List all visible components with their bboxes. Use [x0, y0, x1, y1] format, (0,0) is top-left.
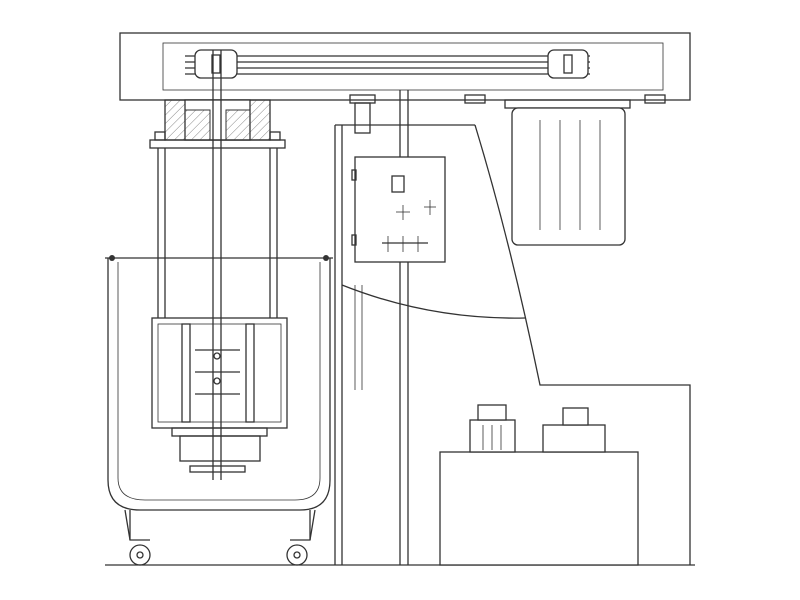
left-wheel	[129, 544, 151, 566]
shaft-hub	[149, 99, 286, 149]
basket	[151, 317, 288, 473]
top-beam	[119, 32, 691, 101]
control-box	[351, 156, 446, 263]
left-trolley	[194, 49, 238, 79]
pump-unit	[439, 404, 639, 566]
display-window	[391, 175, 405, 193]
drive-motor	[464, 94, 666, 246]
tank	[105, 255, 333, 566]
shaft	[212, 50, 222, 480]
right-wheel	[286, 544, 308, 566]
right-trolley	[547, 49, 589, 79]
guide-rods	[157, 148, 278, 318]
